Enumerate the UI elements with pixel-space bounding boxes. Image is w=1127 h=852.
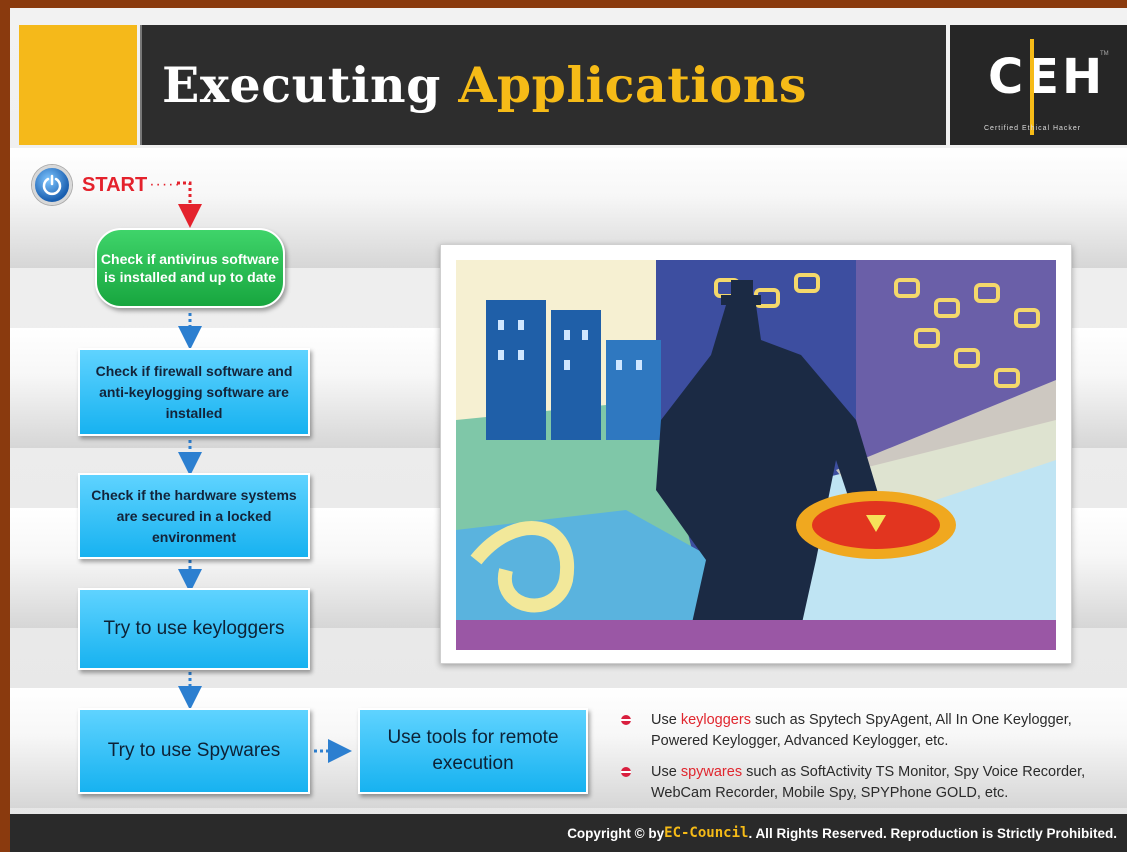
illustration-frame: [440, 244, 1072, 664]
bullet-prefix: Use: [651, 764, 681, 780]
flow-step-hardware: Check if the hardware systems are secure…: [78, 473, 310, 559]
flow-step-keyloggers: Try to use keyloggers: [78, 588, 310, 670]
flow-step-antivirus: Check if antivirus software is installed…: [95, 228, 285, 308]
flow-step-spywares-label: Try to use Spywares: [107, 740, 281, 761]
header-bar: Executing Applications: [140, 25, 946, 145]
logo-divider: [1030, 39, 1034, 135]
footer-brand: EC-Council: [664, 825, 749, 841]
bullet-keyword: spywares: [680, 764, 743, 780]
bullet-icon: [621, 767, 631, 777]
flow-step-firewall: Check if firewall software and anti-keyl…: [78, 348, 310, 436]
flow-step-firewall-label: Check if firewall software and anti-keyl…: [95, 362, 293, 421]
footer-suffix: . All Rights Reserved. Reproduction is S…: [748, 825, 1117, 841]
ceh-logo: CEH Certified Ethical Hacker TM: [950, 25, 1127, 145]
power-icon: [32, 165, 72, 205]
title-word-2: Applications: [458, 56, 807, 114]
title-word-1: Executing: [162, 56, 441, 114]
page-title: Executing Applications: [162, 56, 807, 114]
flow-step-spywares: Try to use Spywares: [78, 708, 310, 794]
logo-subtitle: Certified Ethical Hacker: [984, 125, 1082, 132]
bullet-text: such as SoftActivity TS Monitor, Spy Voi…: [651, 764, 1086, 801]
tool-bullet-list: Use keyloggers such as Spytech SpyAgent,…: [618, 710, 1124, 814]
spy-illustration: [456, 260, 1056, 650]
footer-prefix: Copyright © by: [567, 825, 665, 841]
bullet-text: such as Spytech SpyAgent, All In One Key…: [651, 712, 1072, 749]
start-dots: ·····: [149, 176, 181, 193]
flow-step-antivirus-label: Check if antivirus software is installed…: [100, 251, 280, 285]
flow-step-hardware-label: Check if the hardware systems are secure…: [91, 486, 297, 545]
bullet-keyloggers: Use keyloggers such as Spytech SpyAgent,…: [618, 710, 1124, 752]
slide: Executing Applications CEH Certified Eth…: [10, 8, 1127, 852]
logo-trademark: TM: [1100, 51, 1109, 57]
bullet-spywares: Use spywares such as SoftActivity TS Mon…: [618, 762, 1124, 804]
flow-step-remote-execution-label: Use tools for remote execution: [387, 727, 559, 774]
flow-step-remote-execution: Use tools for remote execution: [358, 708, 588, 794]
bullet-icon: [621, 715, 631, 725]
copyright-footer: Copyright © by EC-Council . All Rights R…: [10, 814, 1127, 852]
bullet-keyword: keyloggers: [680, 712, 751, 728]
flow-step-keyloggers-label: Try to use keyloggers: [103, 618, 285, 639]
logo-letters: CEH: [988, 49, 1106, 105]
start-label: START: [82, 173, 148, 196]
bullet-prefix: Use: [651, 712, 681, 728]
start-indicator: START ·····: [32, 165, 181, 205]
header-accent-square: [19, 25, 137, 145]
